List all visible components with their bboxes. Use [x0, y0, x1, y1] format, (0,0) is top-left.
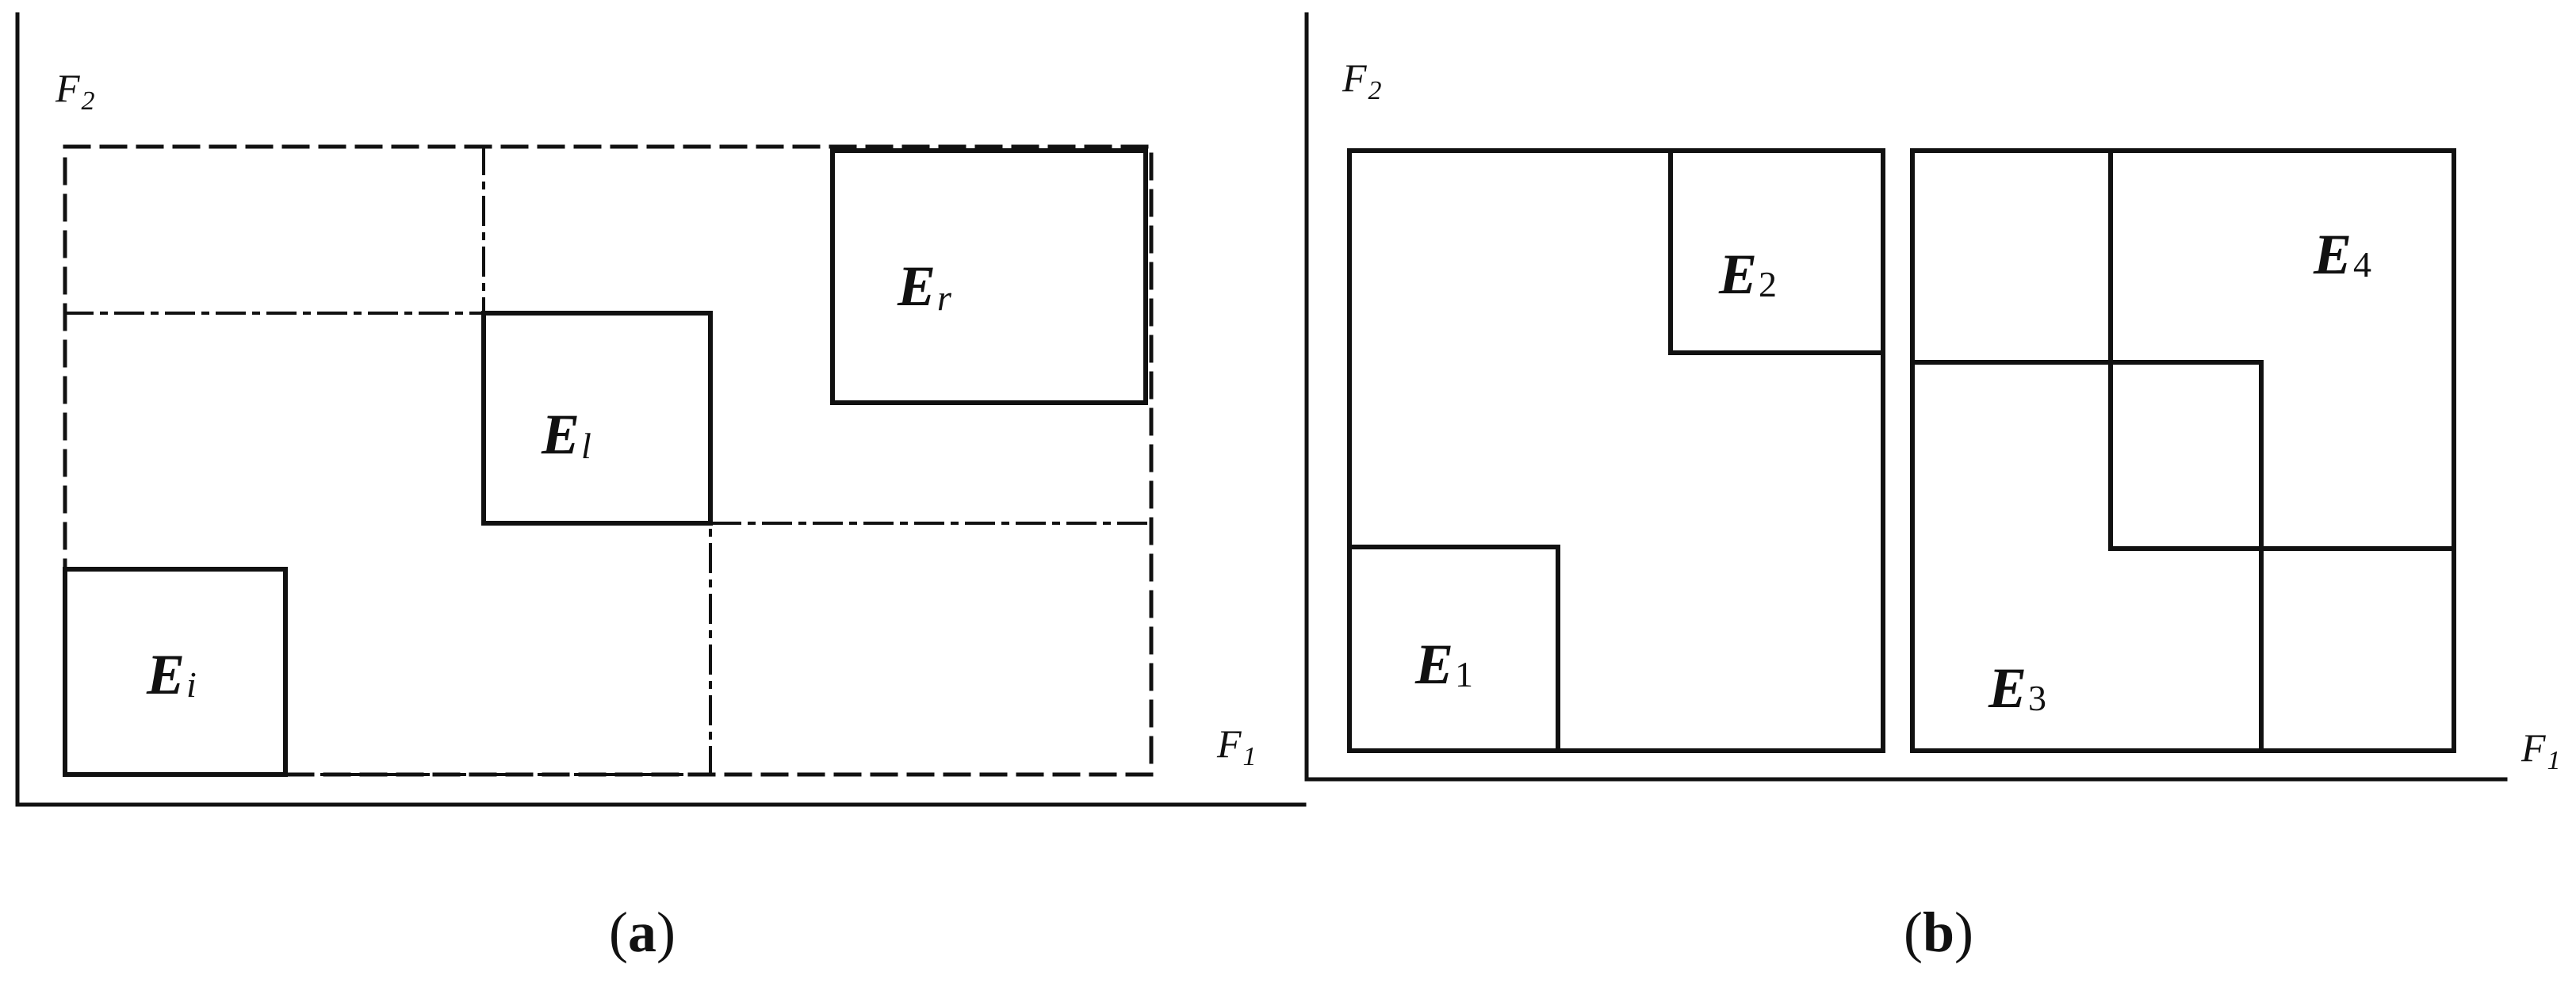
- panel-b-box-4-label: E4: [2313, 223, 2371, 286]
- panel-a-dashed-region: [63, 144, 1154, 777]
- panel-b: [1304, 12, 2508, 782]
- panel-a-caption: (a): [609, 901, 676, 964]
- panel-b-y-axis-label: F2: [1342, 55, 1382, 105]
- panel-a: [15, 12, 1307, 807]
- panel-b-x-axis-label: F1: [2520, 725, 2561, 775]
- panel-b-box-3-label: E3: [1988, 656, 2046, 720]
- panel-a-dashdot-region-right: [709, 522, 1153, 776]
- panel-b-box-2: [1668, 148, 1885, 355]
- panel-b-box-3-outline: [1910, 360, 2264, 753]
- panel-a-box-i: [63, 567, 288, 777]
- panel-a-dashdot-region-left: [63, 145, 485, 315]
- panel-a-box-r: [830, 148, 1148, 405]
- panel-a-x-axis-label: F1: [1216, 721, 1257, 771]
- panel-b-caption: (b): [1904, 901, 1973, 964]
- panel-b-box-1-label: E1: [1414, 633, 1473, 696]
- panel-b-box-4-outline: [2108, 148, 2456, 551]
- panel-a-box-i-label: Ei: [146, 643, 197, 706]
- panel-a-box-r-label: Er: [897, 254, 952, 318]
- panel-b-right-square: [1910, 148, 2456, 753]
- panel-b-left-square: [1347, 148, 1885, 753]
- panel-b-box-1: [1347, 545, 1560, 753]
- panel-a-box-l-label: El: [541, 403, 591, 466]
- panel-a-box-l: [481, 311, 713, 526]
- panel-b-box-2-label: E2: [1718, 243, 1777, 306]
- panel-a-y-axis-label: F2: [55, 66, 95, 116]
